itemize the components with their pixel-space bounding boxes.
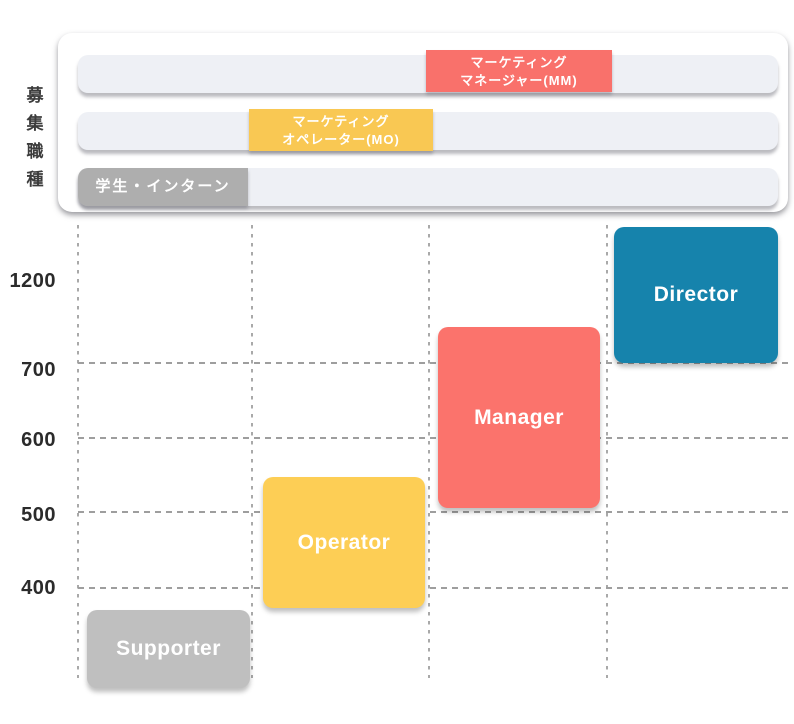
grid-hline-400 [78, 587, 788, 589]
range-box-label: Operator [297, 530, 391, 554]
ytick-700: 700 [21, 359, 56, 381]
range-box-label: Supporter [116, 637, 221, 660]
chip-label-line: オペレーター(MO) [282, 132, 400, 147]
ytick-500: 500 [21, 504, 56, 526]
recruitment-axis-title: 募 集 職 種 [20, 82, 50, 194]
ytick-600: 600 [21, 429, 56, 451]
range-box-label: Manager [474, 405, 564, 429]
chip-marketing-manager: マーケティング マネージャー(MM) [426, 50, 612, 92]
grid-vline-4 [606, 225, 608, 678]
ytick-400: 400 [21, 577, 56, 599]
range-box-supporter: Supporter [87, 610, 250, 688]
chip-label-line: 学生・インターン [95, 178, 231, 195]
chip-label-line: マーケティング [292, 114, 390, 129]
axis-title-char: 募 [26, 86, 44, 105]
axis-title-char: 集 [26, 114, 44, 133]
range-box-director: Director [614, 227, 778, 363]
grid-hline-700 [78, 362, 788, 364]
ytick-1200: 1200 [9, 270, 56, 292]
chip-marketing-operator: マーケティング オペレーター(MO) [249, 109, 433, 151]
range-box-manager: Manager [438, 327, 600, 508]
grid-hline-500 [78, 511, 788, 513]
chip-label-line: マネージャー(MM) [460, 73, 578, 88]
grid-hline-600 [78, 437, 788, 439]
grid-vline-2 [251, 225, 253, 678]
chip-student-intern: 学生・インターン [78, 168, 248, 206]
grid-vline-3 [428, 225, 430, 678]
axis-title-char: 種 [26, 170, 44, 189]
range-box-label: Director [653, 283, 739, 306]
range-box-operator: Operator [263, 477, 425, 608]
axis-title-char: 職 [26, 142, 44, 161]
grid-vline-1 [77, 225, 79, 678]
chip-label-line: マーケティング [470, 55, 568, 70]
